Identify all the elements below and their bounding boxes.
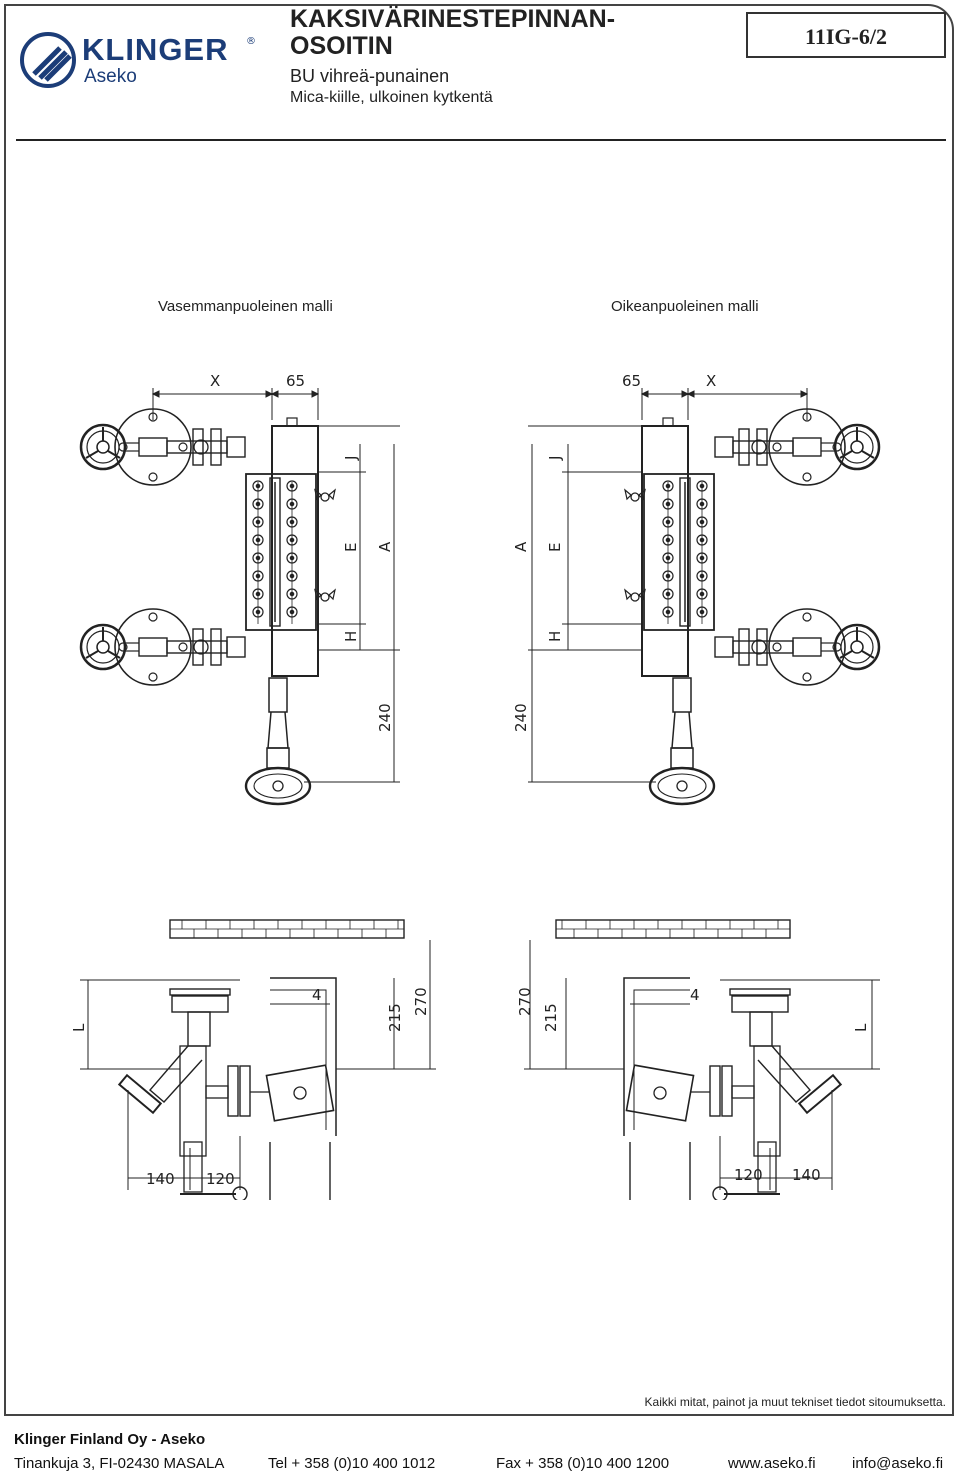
left-front-view [81,388,400,806]
dim-65-left: 65 [286,372,305,390]
dim-120-left: 120 [206,1170,235,1188]
company-address: Tinankuja 3, FI-02430 MASALA [14,1455,225,1472]
document-subtitle: BU vihreä-punainen [290,66,450,86]
technical-drawing: X 65 65 X J E A H 240 J E A H 240 4 215 … [70,372,960,1200]
dim-120-right: 120 [734,1166,763,1184]
dim-215-right: 215 [542,1003,560,1032]
header-divider [16,139,946,141]
dim-140-right: 140 [792,1166,821,1184]
document-title: KAKSIVÄRINESTEPINNAN- OSOITIN [290,5,616,60]
dim-215-left: 215 [386,1003,404,1032]
dim-h-right: H [546,631,564,642]
dim-240-left: 240 [376,703,394,732]
right-side-view [524,920,880,1200]
klinger-logo: KLINGER ® Aseko [20,30,256,92]
dim-x-left: X [210,372,220,390]
dim-4-right: 4 [690,986,700,1004]
logo-wordmark: KLINGER [82,32,229,67]
left-side-view [80,920,436,1200]
dim-4-left: 4 [312,986,322,1004]
dim-j-right: J [546,456,564,461]
dim-e-left: E [342,543,360,552]
dim-270-left: 270 [412,987,430,1016]
dimension-labels: X 65 65 X J E A H 240 J E A H 240 4 215 … [70,372,870,1188]
page-frame [4,4,954,1416]
dim-270-right: 270 [516,987,534,1016]
document-subtitle-secondary: Mica-kiille, ulkoinen kytkentä [290,89,493,106]
klinger-logo-mark-icon [20,32,76,88]
company-phone: Tel + 358 (0)10 400 1012 [268,1455,436,1472]
dim-l-left: L [70,1023,88,1032]
right-model-label: Oikeanpuoleinen malli [611,298,759,315]
dim-140-left: 140 [146,1170,175,1188]
dim-x-right: X [706,372,716,390]
company-fax: Fax + 358 (0)10 400 1200 [496,1455,670,1472]
right-front-view [528,388,879,806]
company-website-link[interactable]: www.aseko.fi [728,1455,816,1472]
logo-subtitle: Aseko [84,66,137,87]
product-code: 11IG-6/2 [805,24,887,49]
dim-a-right: A [512,541,530,552]
dim-j-left: J [342,456,360,461]
company-name: Klinger Finland Oy - Aseko [14,1431,206,1448]
product-code-box: 11IG-6/2 [746,12,946,58]
dim-e-right: E [546,543,564,552]
left-model-label: Vasemmanpuoleinen malli [158,298,333,315]
dim-h-left: H [342,631,360,642]
dim-65-right: 65 [622,372,641,390]
dim-l-right: L [852,1023,870,1032]
logo-registered-mark: ® [246,36,256,47]
dim-a-left: A [376,541,394,552]
disclaimer-text: Kaikki mitat, painot ja muut tekniset ti… [644,1395,946,1409]
dim-240-right: 240 [512,703,530,732]
company-email-link[interactable]: info@aseko.fi [852,1455,944,1472]
